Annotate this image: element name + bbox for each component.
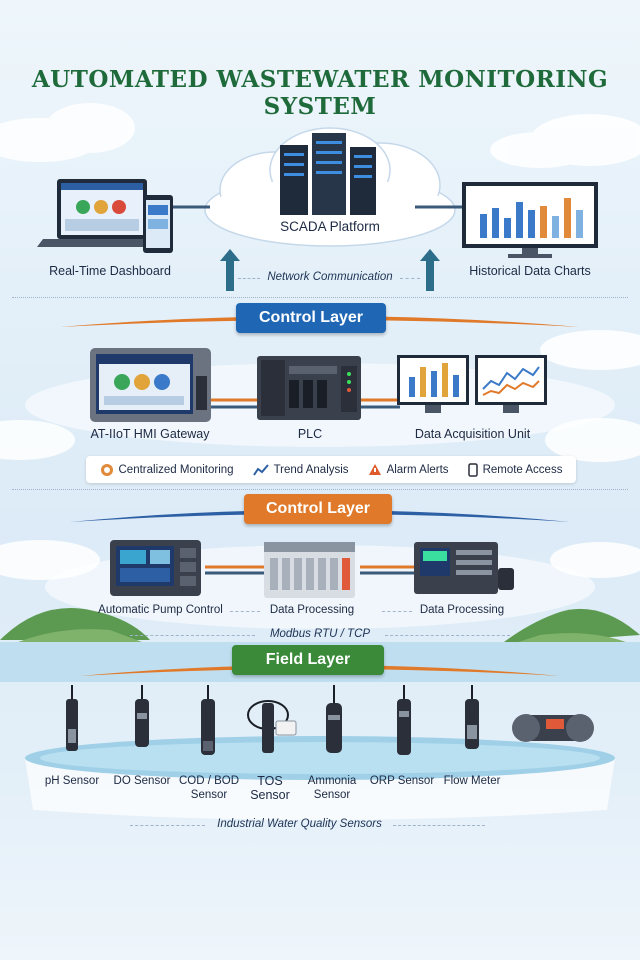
feature-label: Alarm Alerts — [386, 463, 449, 476]
field-banner: Field Layer — [232, 645, 384, 675]
feature-item: Alarm Alerts — [368, 463, 449, 477]
features-bar: Centralized Monitoring Trend Analysis Al… — [86, 456, 576, 483]
modbus-dash-left — [130, 635, 255, 636]
monitoring-icon — [100, 463, 113, 476]
layer2-device-label: Automatic Pump Control — [98, 604, 223, 616]
trend-icon — [252, 463, 269, 476]
layer2-swoosh — [70, 510, 570, 522]
phone-icon — [467, 462, 478, 477]
layer1-banner: Control Layer — [236, 303, 386, 333]
scada-cloud — [204, 127, 456, 247]
sensor-label: Flow Meter — [443, 775, 501, 787]
server-icon — [280, 133, 376, 215]
footer-dash-left — [130, 825, 205, 826]
plc-icon — [257, 356, 361, 420]
layer2-device-label: Data Processing — [269, 604, 355, 616]
field-swoosh — [80, 665, 560, 676]
flow-pipe-icon — [512, 714, 594, 742]
tos-sensor-icon — [247, 700, 297, 753]
historical-charts-label: Historical Data Charts — [469, 264, 591, 278]
section-divider — [12, 489, 628, 490]
modbus-label: Modbus RTU / TCP — [269, 628, 371, 640]
modbus-dash-right — [385, 635, 510, 636]
device-dash — [230, 611, 260, 612]
network-lines — [160, 205, 470, 209]
network-label: Network Communication — [267, 271, 393, 283]
orp-sensor-icon — [397, 685, 411, 755]
do-sensor-icon — [135, 685, 149, 747]
arrow-up-icon — [220, 249, 240, 291]
feature-item: Remote Access — [467, 462, 563, 477]
arrow-up-icon — [420, 249, 440, 291]
sensors-row — [66, 685, 594, 755]
network-dash-left — [238, 278, 260, 279]
footer-dash-right — [393, 825, 485, 826]
layer1-device-label: Data Acquisition Unit — [414, 427, 531, 441]
flow-meter-icon — [465, 685, 479, 749]
feature-label: Remote Access — [482, 463, 563, 476]
layer1-device-label: PLC — [297, 427, 323, 441]
layer1-device-label: AT-IIoT HMI Gateway — [90, 427, 210, 441]
pump-control-icon — [110, 540, 201, 596]
section-divider — [12, 297, 628, 298]
ph-sensor-icon — [66, 685, 78, 751]
page-title: AUTOMATED WASTEWATER MONITORING SYSTEM — [31, 66, 609, 120]
network-arrows — [220, 249, 440, 291]
historical-charts-icon — [462, 182, 598, 258]
sensor-label: ORP Sensor — [369, 775, 435, 787]
sensor-label: pH Sensor — [44, 775, 100, 787]
hmi-gateway-icon — [90, 348, 211, 422]
device-dash — [382, 611, 412, 612]
scada-platform-label: SCADA Platform — [280, 219, 380, 234]
cod-bod-sensor-icon — [201, 685, 215, 755]
sensor-label: DO Sensor — [113, 775, 171, 787]
layer2-device-label: Data Processing — [419, 604, 505, 616]
data-acquisition-icon — [397, 355, 547, 413]
feature-label: Trend Analysis — [273, 463, 349, 476]
footer-label: Industrial Water Quality Sensors — [217, 818, 382, 830]
data-processing-icon — [264, 542, 355, 598]
dashboard-label: Real-Time Dashboard — [49, 264, 171, 278]
ammonia-sensor-icon — [326, 685, 342, 753]
feature-label: Centralized Monitoring — [118, 463, 234, 476]
layer1-swoosh — [60, 316, 580, 327]
data-processing-unit-icon — [414, 542, 514, 594]
feature-item: Centralized Monitoring — [100, 463, 234, 477]
dashboard-device-icon — [37, 179, 173, 253]
feature-item: Trend Analysis — [252, 463, 349, 477]
alarm-icon — [368, 463, 381, 475]
layer2-banner: Control Layer — [244, 494, 392, 524]
network-dash-right — [400, 278, 420, 279]
